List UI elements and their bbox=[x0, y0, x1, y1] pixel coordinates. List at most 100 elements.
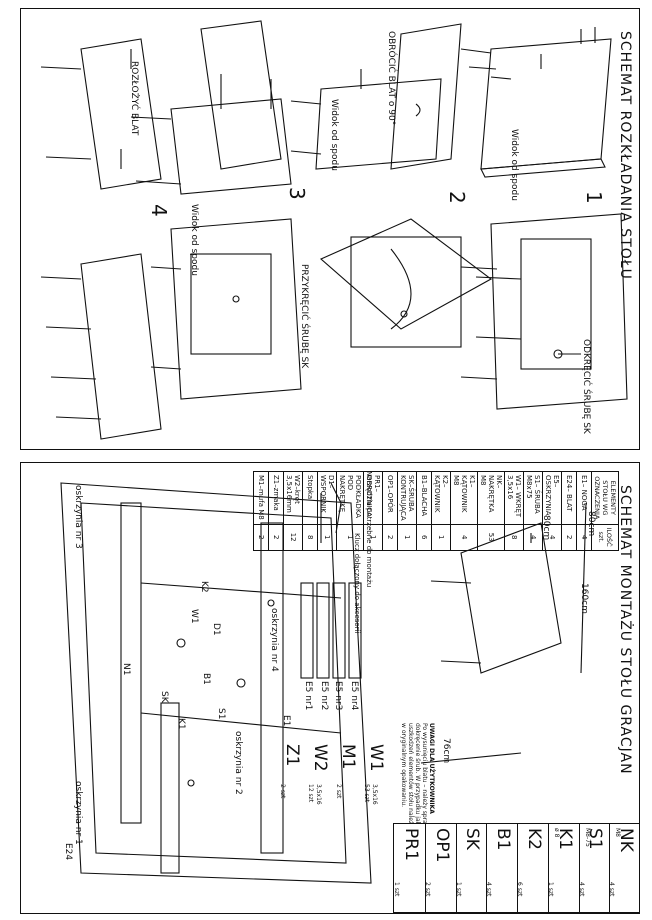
parts-row-qty: 53 bbox=[477, 524, 505, 551]
assembly-drawings bbox=[60, 482, 587, 884]
hardware-extra-sub: 3,5x16 bbox=[371, 784, 378, 805]
e5-nr4-label: E5 nr4 bbox=[349, 681, 359, 711]
hardware-extra-qty: 53 szt bbox=[363, 784, 370, 803]
unfolding-title: SCHEMAT ROZKŁADANIA STOŁU bbox=[617, 31, 633, 280]
hardware-sub: ø 8 bbox=[552, 828, 560, 838]
parts-row-name: W2–kręt 3,5x16mm bbox=[283, 471, 303, 525]
parts-row-qty: 6 bbox=[416, 524, 432, 551]
hardware-extra-m1: M1 bbox=[338, 744, 358, 770]
assembly-title: SCHEMAT MONTAŻU STOŁU GRACJAN bbox=[617, 485, 633, 775]
dim-length: 160cm bbox=[579, 583, 589, 614]
parts-row-name: K2–KĄTOWNIK bbox=[431, 471, 451, 525]
oskrzynia-3-label: oskrzynia nr 3 bbox=[73, 485, 83, 549]
part-w1-label: W1 bbox=[189, 609, 199, 624]
hardware-extra-qty: 2 szt bbox=[335, 784, 342, 799]
hardware-extra-w1: W1 bbox=[366, 744, 386, 772]
step-3-number: 3 bbox=[285, 187, 309, 200]
rotate-top-label: OBRÓCIĆ BLAT o 90° bbox=[386, 31, 396, 126]
step-4-number: 4 bbox=[147, 204, 171, 217]
part-e1-label: E1 bbox=[281, 715, 291, 727]
e5-nr3-label: E5 nr3 bbox=[333, 681, 343, 711]
hardware-code: B1 bbox=[493, 828, 513, 851]
part-k2-label: K2 bbox=[199, 581, 209, 593]
hardware-sub: M8-75 bbox=[583, 828, 591, 847]
step-1-number: 1 bbox=[582, 191, 606, 204]
parts-row-name: SK–ŚRUBA KONTRUJĄCA bbox=[397, 471, 417, 525]
parts-row-qty: 1 bbox=[431, 524, 451, 551]
parts-row-name: D1–WSPORNIK bbox=[317, 471, 337, 525]
hardware-extra-qty: 12 szt bbox=[307, 784, 314, 803]
parts-row-qty: 8 bbox=[504, 524, 524, 551]
hardware-sub: M8 bbox=[614, 828, 622, 837]
hardware-code: K2 bbox=[523, 828, 544, 850]
unfolding-scheme-panel: SCHEMAT ROZKŁADANIA STOŁU 1 2 3 4 Widok … bbox=[20, 8, 640, 450]
unfold-top-label: ROZŁOŻYĆ BLAT bbox=[129, 61, 139, 136]
parts-row-name: E24– BLAT bbox=[561, 471, 577, 525]
bottom-view-label-3: Widok od spodu bbox=[189, 204, 199, 276]
part-e24-label: E24 bbox=[63, 843, 73, 861]
part-n1-label: N1 bbox=[121, 663, 131, 676]
step-2-number: 2 bbox=[445, 191, 469, 204]
part-b1-label: B1 bbox=[201, 673, 211, 685]
parts-row-name: K1–KĄTOWNIK M8 bbox=[450, 471, 478, 525]
screw-sk-label: PRZYKRĘCIĆ ŚRUBĘ SK bbox=[299, 264, 309, 369]
parts-row-qty: 1 bbox=[317, 524, 337, 551]
parts-row-qty: 1 bbox=[397, 524, 417, 551]
parts-row-qty: 12 bbox=[283, 524, 303, 551]
e5-nr2-label: E5 nr2 bbox=[319, 681, 329, 711]
bottom-view-label-1: Widok od spodu bbox=[509, 129, 519, 201]
parts-row-qty: 4 bbox=[523, 524, 543, 551]
parts-row-name: PODKŁADKA POD NAKRĘTKĘ bbox=[336, 471, 364, 525]
bottom-view-label-2: Widok od spodu bbox=[329, 99, 339, 171]
hardware-code: PR1 bbox=[400, 828, 421, 861]
hardware-code: OP1 bbox=[431, 828, 452, 863]
parts-row-qty: 2 bbox=[253, 524, 269, 551]
unscrew-sk-label: ODKRĘCIĆ ŚRUBĘ SK bbox=[581, 339, 591, 434]
e5-nr1-label: E5 nr1 bbox=[303, 681, 313, 711]
hardware-code: SK bbox=[462, 828, 483, 850]
hardware-extra-sub: 3,5x16 bbox=[315, 784, 322, 805]
parts-row-qty: 4 bbox=[450, 524, 478, 551]
notice-title: UWAGI DLA UŻYTKOWNIKA bbox=[428, 723, 435, 814]
parts-row-name: W1– WKRĘT 3,5x16 bbox=[504, 471, 524, 525]
hardware-extra-w2: W2 bbox=[310, 744, 330, 772]
parts-row-name: NK– NAKRĘTKA M8 bbox=[477, 471, 505, 525]
parts-table-grid: ELEMENTY STOŁU WG OZNACZENIA ILOŚĆ szt. … bbox=[253, 471, 619, 551]
part-s1-label: S1 bbox=[216, 708, 226, 720]
parts-row-name: B1–BLACHA bbox=[416, 471, 432, 525]
part-sk-label: SK bbox=[159, 691, 169, 703]
hardware-qty: 1 szt bbox=[393, 882, 400, 897]
parts-row-name: Z1–zmaka bbox=[268, 471, 284, 525]
dim-width: 80cm bbox=[586, 511, 596, 537]
wrench-note: Klucz dołączony do akcesorii bbox=[353, 533, 361, 634]
parts-row-qty: 2 bbox=[268, 524, 284, 551]
parts-row-name: S1– ŚRUBA M8x75 bbox=[523, 471, 543, 525]
dim-height: 76cm bbox=[441, 738, 451, 764]
part-d1-label: D1 bbox=[211, 623, 221, 636]
hardware-extra-z1: Z1 bbox=[282, 744, 302, 767]
parts-row-qty: 2 bbox=[561, 524, 577, 551]
parts-row-qty: 8 bbox=[302, 524, 318, 551]
hardware-extra-qty: 2 szt bbox=[279, 784, 286, 799]
oskrzynia-4-label: oskrzynia nr 4 bbox=[269, 608, 279, 672]
oskrzynia-2-label: oskrzynia nr 2 bbox=[233, 731, 243, 795]
part-k1-label: K1 bbox=[176, 718, 186, 730]
unfolding-drawings bbox=[40, 20, 628, 440]
